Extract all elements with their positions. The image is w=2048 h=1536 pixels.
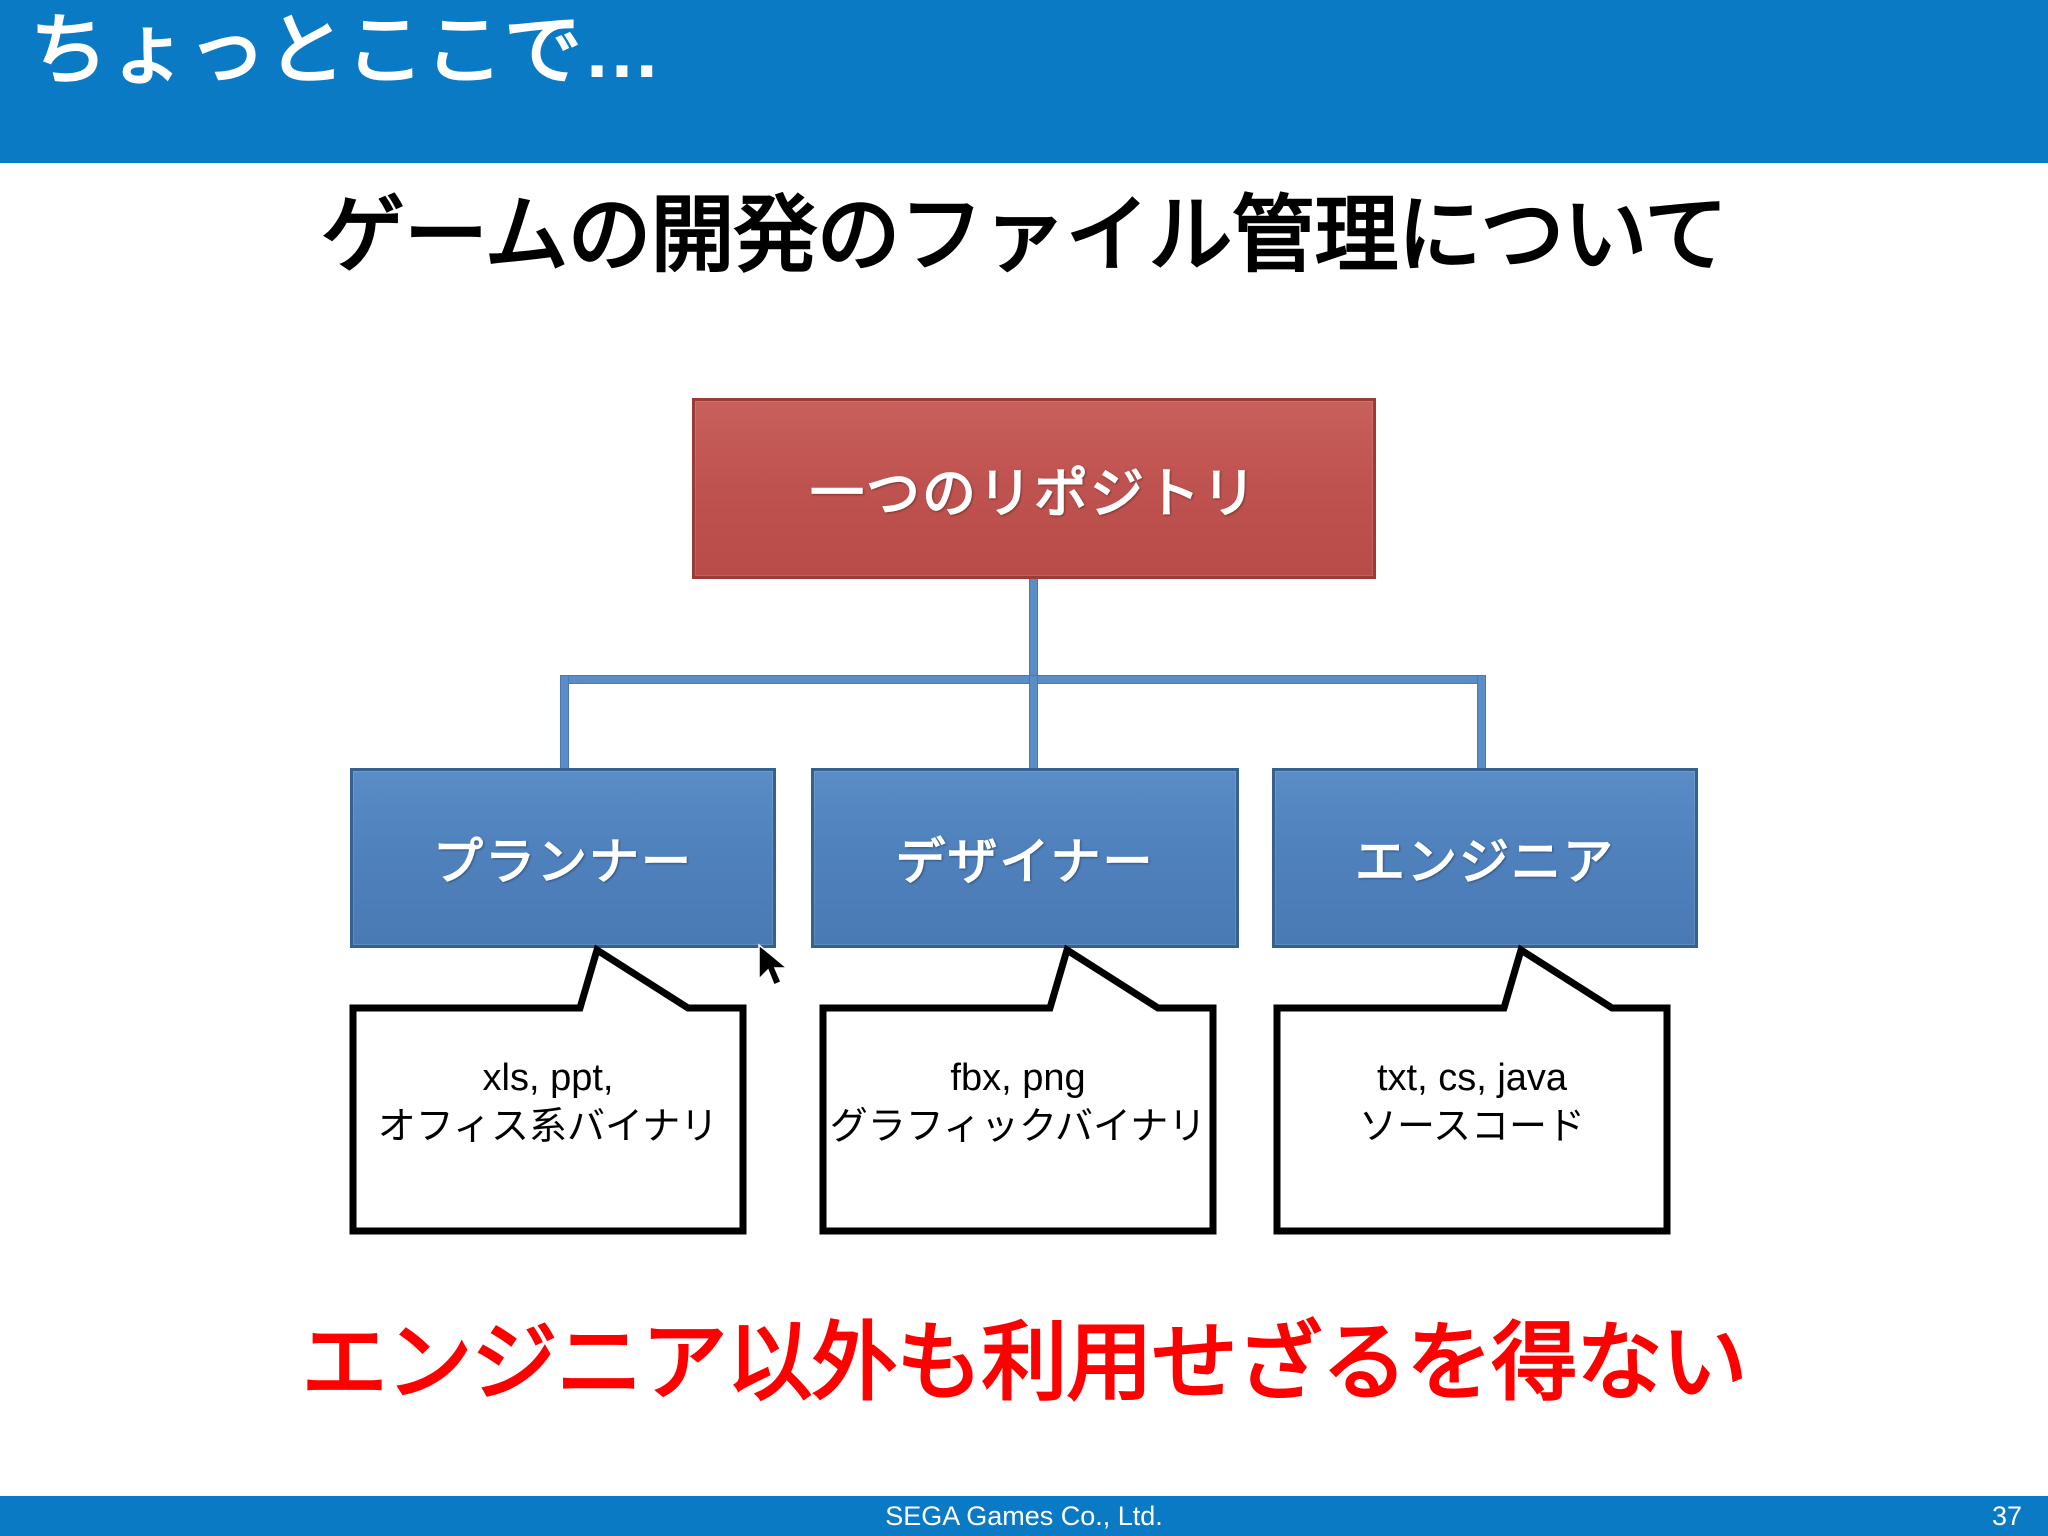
connector-drop-right <box>1477 675 1486 770</box>
slide-title: ゲームの開発のファイル管理について <box>321 188 1728 282</box>
callout-engineer-line2: ソースコード <box>1358 1105 1586 1148</box>
callout-planner[interactable]: xls, ppt, オフィス系バイナリ <box>348 944 748 1236</box>
connector-trunk <box>1029 578 1038 683</box>
header-bar: ちょっとここで… <box>0 0 2048 163</box>
mouse-cursor-icon <box>757 943 791 989</box>
callout-planner-text: xls, ppt, オフィス系バイナリ <box>358 1054 738 1151</box>
callout-designer-shape <box>819 944 1217 1235</box>
footer-page-number: 37 <box>1991 1501 2022 1531</box>
node-engineer[interactable]: エンジニア <box>1272 768 1698 948</box>
callout-engineer-line1: txt, cs, java <box>1376 1057 1568 1099</box>
callout-engineer[interactable]: txt, cs, java ソースコード <box>1272 944 1672 1236</box>
callout-designer[interactable]: fbx, png グラフィックバイナリ <box>818 944 1218 1236</box>
node-planner-label: プランナー <box>433 834 693 890</box>
callout-designer-line2: グラフィックバイナリ <box>829 1105 1207 1148</box>
callout-planner-line2: オフィス系バイナリ <box>377 1105 719 1148</box>
callout-planner-line1: xls, ppt, <box>482 1057 614 1099</box>
node-designer-label: デザイナー <box>895 834 1155 890</box>
callout-engineer-shape <box>1273 944 1671 1235</box>
node-repository[interactable]: 一つのリポジトリ <box>692 398 1376 579</box>
footer-bar: SEGA Games Co., Ltd. 37 <box>0 1496 2048 1536</box>
footer-company: SEGA Games Co., Ltd. <box>885 1501 1163 1531</box>
node-designer[interactable]: デザイナー <box>811 768 1239 948</box>
node-repository-label: 一つのリポジトリ <box>810 464 1258 524</box>
callout-planner-shape <box>349 944 747 1235</box>
connector-horizontal <box>560 675 1486 684</box>
callout-designer-text: fbx, png グラフィックバイナリ <box>828 1054 1208 1151</box>
header-title: ちょっとここで… <box>30 6 663 94</box>
node-engineer-label: エンジニア <box>1355 834 1615 890</box>
connector-drop-left <box>560 675 569 770</box>
node-planner[interactable]: プランナー <box>350 768 776 948</box>
callout-designer-line1: fbx, png <box>950 1057 1086 1099</box>
emphasis-text: エンジニア以外も利用せざるを得ない <box>301 1315 1748 1411</box>
connector-drop-middle <box>1029 675 1038 770</box>
callout-engineer-text: txt, cs, java ソースコード <box>1282 1054 1662 1151</box>
